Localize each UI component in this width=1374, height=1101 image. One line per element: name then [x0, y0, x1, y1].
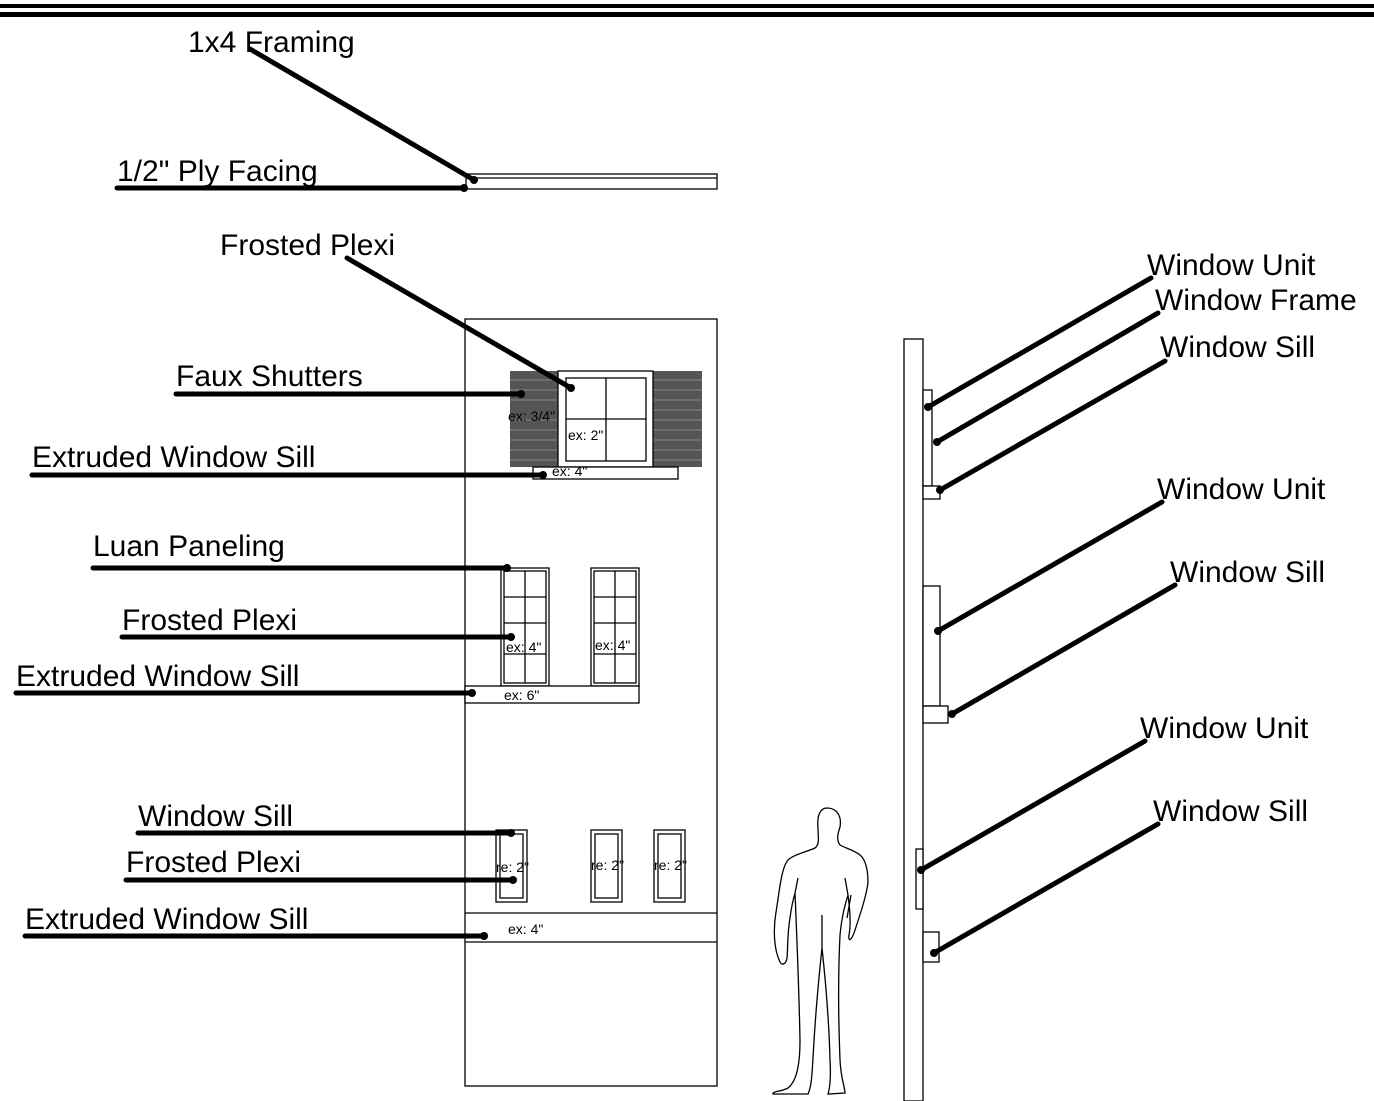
dim-shutter: ex: 3/4": [508, 408, 555, 424]
top-border: [0, 4, 1374, 17]
label-extruded-sill-top: Extruded Window Sill: [32, 441, 315, 474]
dim-mid-sill: ex: 6": [504, 687, 539, 703]
label-frosted-plexi-top: Frosted Plexi: [220, 229, 395, 262]
label-frosted-plexi-mid: Frosted Plexi: [122, 604, 297, 637]
label-section-window-unit-3: Window Unit: [1140, 712, 1309, 745]
label-section-window-sill-2: Window Sill: [1170, 556, 1325, 589]
dim-low-window-2: re: 2": [591, 857, 624, 873]
dim-mid-window-left: ex: 4": [506, 639, 541, 655]
label-1x4-framing: 1x4 Framing: [188, 26, 355, 59]
label-extruded-sill-low: Extruded Window Sill: [25, 903, 308, 936]
section-view: [903, 338, 949, 1101]
label-faux-shutters: Faux Shutters: [176, 360, 363, 393]
leader-lines: [13, 46, 1178, 957]
dimension-notes: ex: 3/4" ex: 2" ex: 4" ex: 4" ex: 4" ex:…: [496, 408, 687, 937]
dim-top-sill: ex: 4": [552, 463, 587, 479]
label-section-window-unit-2: Window Unit: [1157, 473, 1326, 506]
callout-labels: 1x4 Framing 1/2" Ply Facing Frosted Plex…: [16, 26, 1357, 936]
dim-low-window-3: re: 2": [654, 857, 687, 873]
label-section-window-unit-1: Window Unit: [1147, 249, 1316, 282]
label-section-window-frame-1: Window Frame: [1155, 284, 1357, 317]
top-window-assembly: [510, 370, 702, 480]
label-luan-paneling: Luan Paneling: [93, 530, 285, 563]
dim-mid-window-right: ex: 4": [595, 637, 630, 653]
right-shutter: [653, 371, 702, 467]
label-window-sill-low: Window Sill: [138, 800, 293, 833]
label-extruded-sill-mid: Extruded Window Sill: [16, 660, 299, 693]
middle-window-pair: [464, 567, 640, 704]
label-ply-facing: 1/2" Ply Facing: [117, 155, 318, 188]
label-section-window-sill-3: Window Sill: [1153, 795, 1308, 828]
dim-low-sill: ex: 4": [508, 921, 543, 937]
middle-extruded-sill: [464, 685, 640, 704]
left-shutter: [510, 371, 558, 467]
lower-window-row: [495, 829, 686, 903]
label-frosted-plexi-low: Frosted Plexi: [126, 846, 301, 879]
dim-top-window: ex: 2": [568, 427, 603, 443]
human-silhouette-icon: [772, 807, 869, 1095]
dim-low-window-1: re: 2": [496, 859, 529, 875]
label-section-window-sill-1: Window Sill: [1160, 331, 1315, 364]
plan-view-wall: [465, 173, 718, 190]
